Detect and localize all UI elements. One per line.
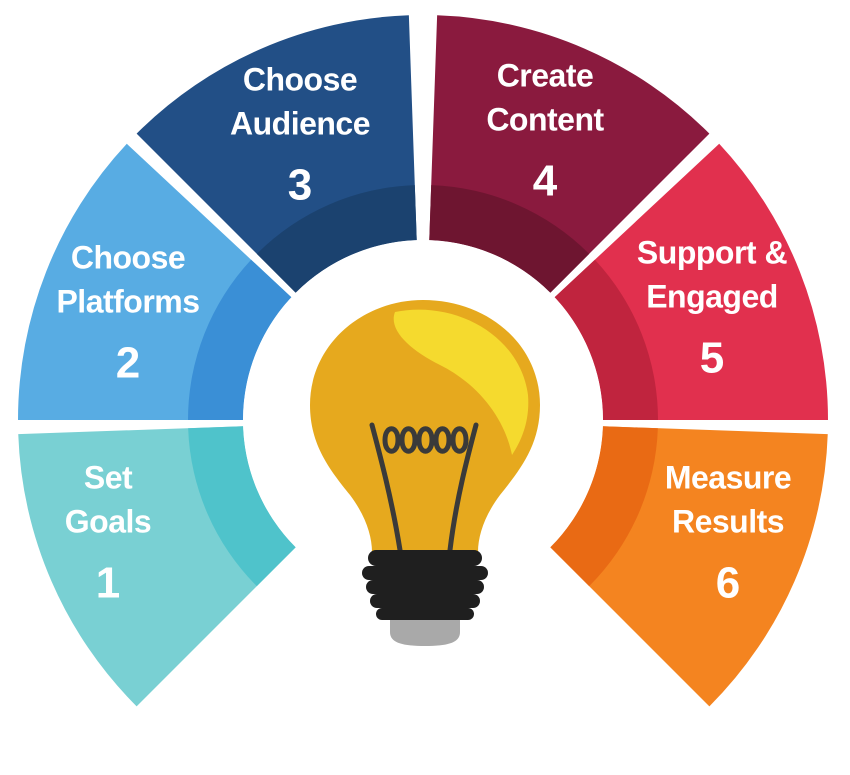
step-number: 6 [716, 559, 740, 608]
bulb-highlight [393, 309, 529, 455]
step-label-line: Engaged [646, 278, 778, 314]
step-label-line: Create [497, 57, 594, 93]
step-label-line: Support & [637, 234, 788, 270]
bulb-filament [369, 422, 479, 553]
step-label-line: Measure [665, 459, 791, 495]
step-label-line: Goals [65, 503, 151, 539]
segment-gear-band [256, 185, 417, 293]
segment-gear-band [550, 426, 658, 587]
segment-gear-band [554, 259, 658, 420]
light-bulb-icon [310, 300, 540, 646]
step-label-line: Platforms [56, 283, 199, 319]
step-label-line: Set [84, 459, 133, 495]
bulb-tip [390, 620, 460, 646]
segment-gear-band [188, 426, 296, 587]
step-segment-5: Support & Engaged 5 [554, 143, 828, 421]
step-number: 3 [288, 161, 312, 210]
step-label-line: Content [486, 101, 604, 137]
step-number: 5 [700, 334, 724, 383]
step-label-line: Choose [71, 239, 185, 275]
segment-gear-band [429, 185, 590, 293]
bulb-base [362, 550, 488, 620]
step-label-line: Results [672, 503, 784, 539]
step-number: 4 [533, 157, 558, 206]
step-label-line: Audience [230, 105, 370, 141]
step-number: 2 [116, 339, 140, 388]
step-label-line: Choose [243, 61, 357, 97]
step-number: 1 [96, 559, 120, 608]
segment-gear-band [188, 259, 292, 420]
